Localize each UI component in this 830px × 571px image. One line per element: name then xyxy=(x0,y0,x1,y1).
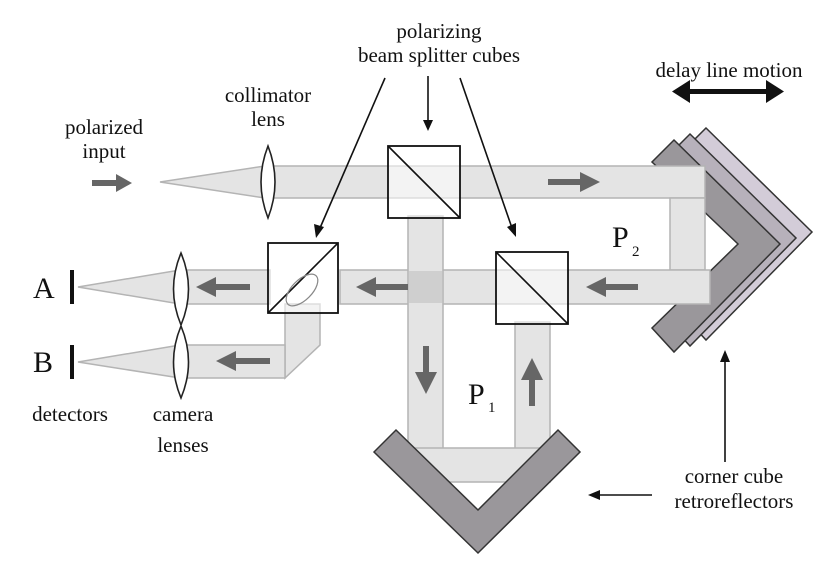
port-b-label: B xyxy=(33,346,53,379)
delay-line-label: delay line motion xyxy=(656,58,803,82)
beam-splitter-cube-left xyxy=(267,242,339,314)
lower-retroreflector xyxy=(372,428,582,555)
input-beam-cone xyxy=(159,165,266,199)
output-cone-a xyxy=(77,269,181,305)
text-labels: polarizing beam splitter cubes delay lin… xyxy=(32,19,803,513)
beam-direction-arrows xyxy=(92,172,638,406)
port-a-label: A xyxy=(33,272,55,305)
output-arrow-icon-a xyxy=(196,277,250,297)
collimator-label-line2: lens xyxy=(251,107,285,131)
output-arrow-icon-b xyxy=(216,351,270,371)
periscope-beam xyxy=(284,303,321,380)
beam-splitter-cube-right xyxy=(495,251,569,325)
down-beam xyxy=(407,215,444,457)
detectors-label: detectors xyxy=(32,402,108,426)
return-arrow-icon-2 xyxy=(356,277,408,297)
splitter-label-line2: beam splitter cubes xyxy=(358,43,520,67)
p2-subscript: 2 xyxy=(632,244,640,260)
collimator-lens xyxy=(260,143,276,221)
camera-label-line2: lenses xyxy=(157,433,208,457)
down-arrow-icon xyxy=(415,346,437,394)
retro-vertical-beam xyxy=(669,197,706,271)
beam-overlap xyxy=(409,271,442,303)
beam-splitter-cube-top xyxy=(387,145,461,219)
p1-label: P xyxy=(468,378,485,411)
camera-lens-a xyxy=(172,250,190,328)
return-arrow-icon-1 xyxy=(586,277,638,297)
p2-label: P xyxy=(612,221,629,254)
detector-a xyxy=(70,270,74,304)
top-beam xyxy=(264,165,706,199)
splitter-label-line1: polarizing xyxy=(396,19,482,43)
label-pointers xyxy=(314,76,730,500)
output-cone-b xyxy=(77,344,181,379)
top-beam-arrow-icon xyxy=(548,172,600,192)
retro-label-line2: retroreflectors xyxy=(675,489,794,513)
camera-lens-b xyxy=(172,323,190,401)
up-arrow-icon xyxy=(521,358,543,406)
retro-label-line1: corner cube xyxy=(685,464,784,488)
input-arrow-icon xyxy=(92,174,132,192)
polarized-input-label-line1: polarized xyxy=(65,115,144,139)
detector-b xyxy=(70,345,74,379)
polarized-input-label-line2: input xyxy=(82,139,125,163)
delay-line-arrow-icon xyxy=(672,80,784,103)
collimator-label-line1: collimator xyxy=(225,83,311,107)
camera-label-line1: camera xyxy=(153,402,214,426)
p1-subscript: 1 xyxy=(488,400,496,416)
